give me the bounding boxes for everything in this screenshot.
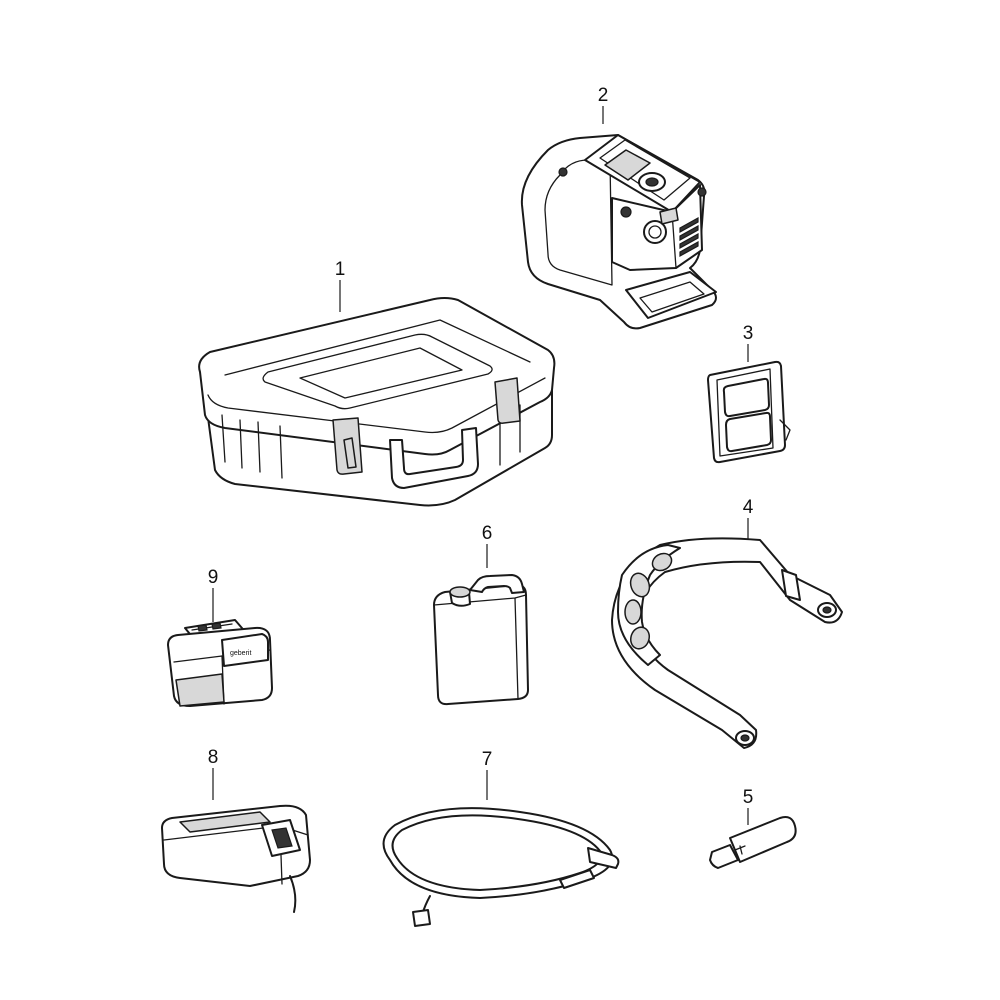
callout-6: 6 <box>482 523 493 544</box>
insert-plate <box>707 360 791 464</box>
callout-1: 1 <box>335 259 346 280</box>
battery-logo: geberit <box>230 650 251 657</box>
callout-3: 3 <box>743 323 754 344</box>
battery-charger <box>161 804 311 913</box>
usb-stick <box>709 816 797 869</box>
oil-canister <box>433 574 529 706</box>
shoulder-strap <box>611 537 843 749</box>
hydraulic-hose <box>382 807 620 927</box>
callout-4: 4 <box>743 497 754 518</box>
carrying-case <box>198 297 556 507</box>
callout-5: 5 <box>743 787 754 808</box>
callout-8: 8 <box>208 747 219 768</box>
pressing-unit <box>520 134 717 330</box>
callout-9: 9 <box>208 567 219 588</box>
battery-pack: geberit <box>167 619 273 707</box>
callout-7: 7 <box>482 749 493 770</box>
callout-2: 2 <box>598 85 609 106</box>
